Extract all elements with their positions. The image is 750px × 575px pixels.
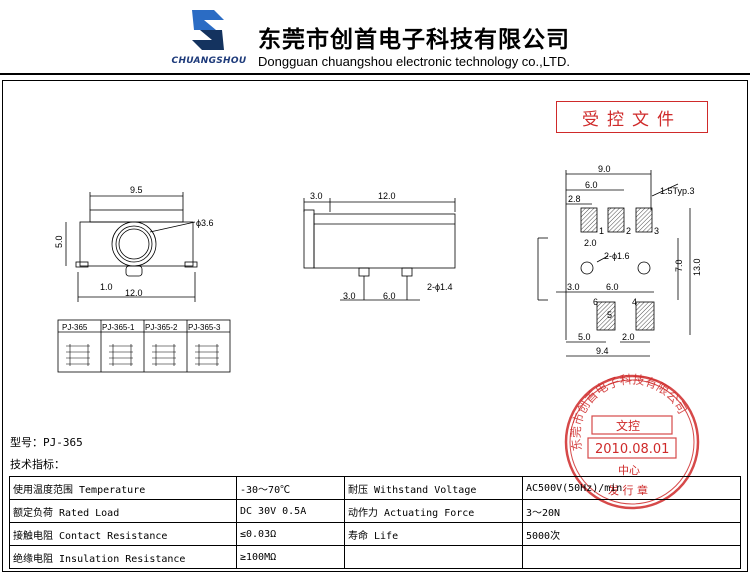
dim-fp-p28: 2.8 (568, 194, 581, 204)
spec-cell: AC500V(50Hz)/min (522, 476, 741, 500)
circuit-variants-table: PJ-365 PJ-365-1 PJ-365-2 PJ-365-3 (57, 319, 231, 373)
dim-fp-holes: 2-ϕ1.6 (604, 251, 630, 261)
variant-label-2: PJ-365-2 (145, 323, 178, 332)
spec-cell: 耐压 Withstand Voltage (344, 476, 523, 500)
technical-drawings: 9.5 ϕ3.6 5.0 1.0 12.0 3.0 12.0 3.0 6.0 2… (54, 164, 702, 373)
dim-fp-h70: 7.0 (674, 259, 684, 272)
spec-cell: 3～20N (522, 499, 741, 523)
table-row: 绝缘电阻 Insulation Resistance ≥100MΩ (9, 545, 741, 569)
header-divider (0, 73, 750, 75)
dim-fp-p20b: 2.0 (622, 332, 635, 342)
seal-ring-text: 东莞市创首电子科技有限公司 (569, 372, 690, 452)
dim-fp-w9: 9.0 (598, 164, 611, 174)
dim-side-pin-pitch: 6.0 (383, 291, 396, 301)
table-row: 接触电阻 Contact Resistance ≤0.03Ω 寿命 Life 5… (9, 522, 741, 546)
dim-side-pin-dia: 2-ϕ1.4 (427, 282, 453, 292)
variant-label-3: PJ-365-3 (188, 323, 221, 332)
dim-side-length: 12.0 (378, 191, 396, 201)
dim-front-width: 9.5 (130, 185, 143, 195)
pin-2-label: 2 (626, 226, 631, 236)
dim-fp-p50: 5.0 (578, 332, 591, 342)
svg-text:东莞市创首电子科技有限公司: 东莞市创首电子科技有限公司 (569, 372, 690, 452)
seal-top-text: 文控 (616, 418, 640, 433)
dim-side-pin-offset: 3.0 (343, 291, 356, 301)
spec-cell: -30～70℃ (236, 476, 345, 500)
pin-5-label: 5 (607, 310, 612, 320)
company-red-seal: 东莞市创首电子科技有限公司 文控 2010.08.01 中心 发 行 章 (564, 372, 700, 510)
spec-cell: 5000次 (522, 522, 741, 546)
controlled-document-text: 受控文件 (582, 109, 682, 130)
company-logo-icon (192, 10, 224, 50)
table-row: 额定负荷 Rated Load DC 30V 0.5A 动作力 Actuatin… (9, 499, 741, 523)
pin-6-label: 6 (593, 297, 598, 307)
spec-cell (522, 545, 741, 569)
dim-side-top-offset: 3.0 (310, 191, 323, 201)
spec-cell: 绝缘电阻 Insulation Resistance (9, 545, 237, 569)
variant-label-1: PJ-365-1 (102, 323, 135, 332)
pin-3-label: 3 (654, 226, 659, 236)
spec-cell: ≥100MΩ (236, 545, 345, 569)
front-view: 9.5 ϕ3.6 5.0 1.0 12.0 (54, 185, 214, 302)
dim-fp-p60: 6.0 (606, 282, 619, 292)
spec-cell: 动作力 Actuating Force (344, 499, 523, 523)
controlled-document-stamp: 受控文件 (556, 101, 708, 133)
spec-cell: 额定负荷 Rated Load (9, 499, 237, 523)
spec-cell: 接触电阻 Contact Resistance (9, 522, 237, 546)
dim-fp-p20a: 2.0 (584, 238, 597, 248)
side-view: 3.0 12.0 3.0 6.0 2-ϕ1.4 (303, 191, 456, 301)
company-name-english: Dongguan chuangshou electronic technolog… (258, 54, 570, 69)
variant-label-0: PJ-365 (62, 323, 88, 332)
dim-front-hole: ϕ3.6 (196, 218, 214, 228)
pcb-footprint: 9.0 6.0 2.8 1.5Typ.3 1 2 3 2.0 2-ϕ1.6 7.… (537, 164, 702, 357)
drawing-frame (2, 80, 748, 572)
pin-4-label: 4 (632, 297, 637, 307)
model-number: 型号：PJ-365 (10, 436, 83, 449)
table-row: 使用温度范围 Temperature -30～70℃ 耐压 Withstand … (9, 476, 741, 500)
spec-cell (344, 545, 523, 569)
dim-fp-typ: 1.5Typ.3 (660, 186, 695, 196)
seal-date-text: 2010.08.01 (595, 442, 669, 457)
company-name-chinese: 东莞市创首电子科技有限公司 (258, 27, 570, 53)
spec-table: 使用温度范围 Temperature -30～70℃ 耐压 Withstand … (9, 476, 741, 569)
seal-bottom-text: 中心 (618, 464, 640, 477)
spec-cell: 使用温度范围 Temperature (9, 476, 237, 500)
dim-fp-p30: 3.0 (567, 282, 580, 292)
spec-section-title: 技术指标： (10, 458, 65, 471)
spec-cell: 寿命 Life (344, 522, 523, 546)
spec-cell: ≤0.03Ω (236, 522, 345, 546)
dim-front-total: 12.0 (125, 288, 143, 298)
dim-fp-w94: 9.4 (596, 346, 609, 356)
dim-front-height: 5.0 (54, 235, 64, 248)
dim-fp-h130: 13.0 (692, 258, 702, 276)
dim-front-pin: 1.0 (100, 282, 113, 292)
brand-name: CHUANGSHOU (171, 56, 247, 66)
dim-fp-w6: 6.0 (585, 180, 598, 190)
pin-1-label: 1 (599, 226, 604, 236)
spec-cell: DC 30V 0.5A (236, 499, 345, 523)
